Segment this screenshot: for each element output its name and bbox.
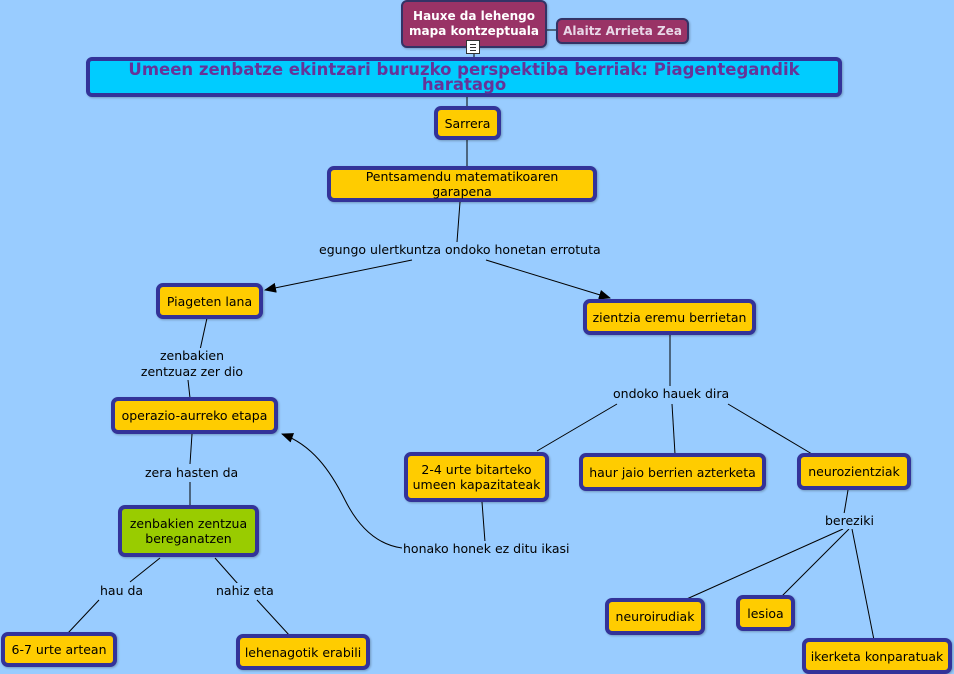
link-label-honako: honako honek ez ditu ikasi [402,541,571,557]
node-ikerketa-label: ikerketa konparatuak [810,648,944,664]
node-zenbakien-zentzua-label: zenbakien zentzua bereganatzen [129,516,248,546]
node-haur-jaio-label: haur jaio berrien azterketa [589,464,756,480]
node-6-7-urte-label: 6-7 urte artean [11,642,107,657]
author-text: Alaitz Arrieta Zea [563,23,682,38]
top-title-text: Hauxe da lehengo mapa kontzeptuala [409,9,539,38]
node-neuroirudiak-label: neuroirudiak [615,609,695,624]
node-sarrera[interactable]: Sarrera [434,106,501,140]
node-neuroirudiak[interactable]: neuroirudiak [605,598,705,635]
document-icon[interactable] [466,40,480,54]
link-label-hau-da: hau da [99,583,145,599]
node-operazio-label: operazio-aurreko etapa [121,408,268,423]
node-pentsamendu-label: Pentsamendu matematikoaren garapena [365,169,559,199]
node-sarrera-label: Sarrera [444,115,491,131]
node-operazio[interactable]: operazio-aurreko etapa [111,397,278,434]
node-zientzia[interactable]: zientzia eremu berrietan [583,299,756,335]
node-lesioa[interactable]: lesioa [736,595,795,631]
node-piageten-label: Piageten lana [166,293,253,309]
link-label-zera-hasten: zera hasten da [144,465,240,481]
node-pentsamendu[interactable]: Pentsamendu matematikoaren garapena [327,166,597,202]
node-neurozientziak[interactable]: neurozientziak [797,453,911,490]
author-node[interactable]: Alaitz Arrieta Zea [556,18,689,44]
top-title-node[interactable]: Hauxe da lehengo mapa kontzeptuala [401,0,547,48]
node-6-7-urte[interactable]: 6-7 urte artean [1,632,117,667]
node-kapazitateak-label: 2-4 urte bitarteko umeen kapazitateak [412,462,541,492]
node-piageten[interactable]: Piageten lana [156,283,263,319]
node-zientzia-label: zientzia eremu berrietan [592,309,747,325]
node-haur-jaio[interactable]: haur jaio berrien azterketa [579,453,766,491]
link-label-egungo: egungo ulertkuntza ondoko honetan errotu… [318,242,602,258]
node-neurozientziak-label: neurozientziak [808,464,900,479]
link-label-nahiz-eta: nahiz eta [215,583,275,599]
main-title-node[interactable]: Umeen zenbatze ekintzari buruzko perspek… [86,57,842,97]
node-ikerketa[interactable]: ikerketa konparatuak [802,638,952,674]
link-label-bereziki: bereziki [824,513,875,529]
main-title-text: Umeen zenbatze ekintzari buruzko perspek… [128,60,800,94]
node-kapazitateak[interactable]: 2-4 urte bitarteko umeen kapazitateak [404,452,549,502]
node-lesioa-label: lesioa [747,605,784,621]
link-label-ondoko-hauek: ondoko hauek dira [612,386,731,402]
node-lehenagotik[interactable]: lehenagotik erabili [236,634,370,670]
node-zenbakien-zentzua[interactable]: zenbakien zentzua bereganatzen [118,505,259,557]
node-lehenagotik-label: lehenagotik erabili [244,644,362,660]
link-label-zenbakien-zentzuaz: zenbakien zentzuaz zer dio [130,348,254,380]
